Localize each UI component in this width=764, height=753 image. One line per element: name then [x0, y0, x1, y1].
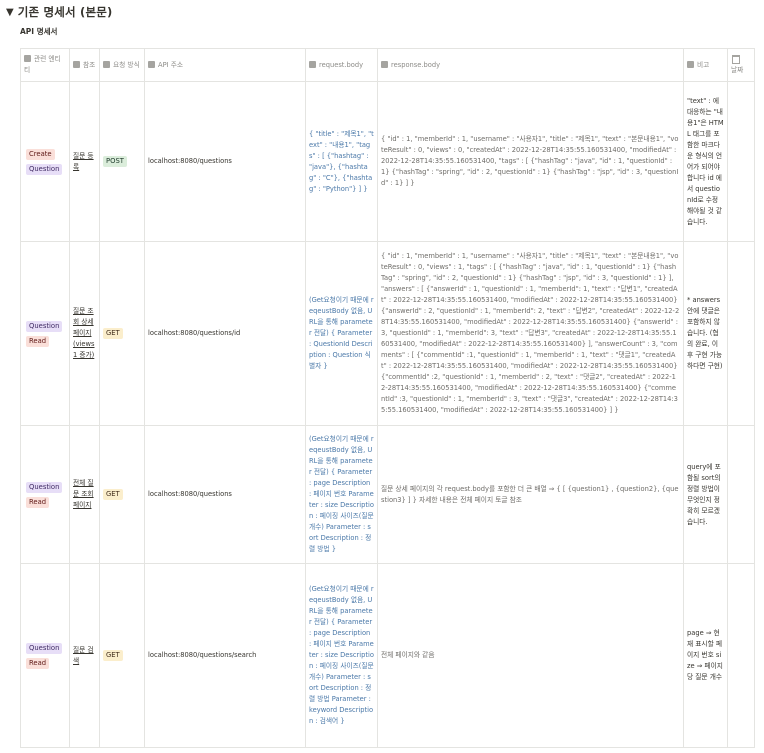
entity-tag: Question — [26, 642, 63, 654]
entity-tag: Question — [26, 320, 63, 332]
note-cell[interactable]: * answers 안에 댓글은 포함하지 않습니다. (협의 완료, 이후 구… — [683, 241, 728, 426]
method-cell[interactable]: GET — [99, 563, 145, 748]
ref-cell[interactable]: 질문 검색 — [69, 563, 100, 748]
method-cell[interactable]: GET — [99, 241, 145, 426]
url-cell[interactable]: localhost:8080/questions — [144, 81, 306, 242]
entity-tag: Read — [26, 496, 50, 508]
entity-cell[interactable]: Question Read — [20, 425, 70, 564]
text-icon — [309, 60, 316, 68]
ref-cell[interactable]: 질문 조회 상세 페이지 (views 1 증가) — [69, 241, 100, 426]
table-row[interactable]: Question Read 질문 검색 GET localhost:8080/q… — [20, 563, 755, 748]
toggle-caret-icon[interactable]: ▼ — [6, 6, 14, 18]
response-cell[interactable]: { "id" : 1, "memberId" : 1, "username" :… — [377, 241, 684, 426]
url-cell[interactable]: localhost:8080/questions/search — [144, 563, 306, 748]
col-header-response[interactable]: response.body — [377, 48, 684, 82]
table-title: API 명세서 — [20, 27, 58, 36]
text-icon — [687, 60, 694, 68]
entity-tag: Read — [26, 657, 50, 669]
method-tag: GET — [103, 328, 123, 339]
ref-link[interactable]: 전체 질문 조회 페이지 — [73, 479, 94, 509]
col-header-method[interactable]: 요청 방식 — [99, 48, 145, 82]
table-row[interactable]: Question Read 전체 질문 조회 페이지 GET localhost… — [20, 425, 755, 564]
entity-cell[interactable]: Create Question — [20, 81, 70, 242]
header-row: 관련 엔티티 참조 요청 방식 API 주소 request.body resp… — [20, 48, 755, 82]
entity-cell[interactable]: Question Read — [20, 241, 70, 426]
entity-tag: Question — [26, 481, 63, 493]
method-cell[interactable]: GET — [99, 425, 145, 564]
table-row[interactable]: Create Question 질문 등록 POST localhost:808… — [20, 81, 755, 242]
col-header-date[interactable]: 날짜 — [727, 48, 755, 82]
section-title: 기존 명세서 (본문) — [17, 5, 113, 19]
response-cell[interactable]: { "id" : 1, "memberId" : 1, "username" :… — [377, 81, 684, 242]
text-icon — [148, 60, 155, 68]
url-cell[interactable]: localhost:8080/questions — [144, 425, 306, 564]
method-cell[interactable]: POST — [99, 81, 145, 242]
ref-cell[interactable]: 전체 질문 조회 페이지 — [69, 425, 100, 564]
url-cell[interactable]: localhost:8080/questions/id — [144, 241, 306, 426]
entity-tag: Question — [26, 163, 63, 175]
ref-cell[interactable]: 질문 등록 — [69, 81, 100, 242]
date-cell[interactable] — [727, 563, 755, 748]
response-cell[interactable]: 질문 상세 페이지의 각 request.body를 포함한 더 큰 배열 ⇒ … — [377, 425, 684, 564]
calendar-icon — [732, 54, 740, 64]
note-cell[interactable]: page ⇒ 현재 표시할 페이지 번호 size ⇒ 페이지당 질문 개수 — [683, 563, 728, 748]
entity-cell[interactable]: Question Read — [20, 563, 70, 748]
api-spec-table: 관련 엔티티 참조 요청 방식 API 주소 request.body resp… — [20, 48, 755, 748]
response-cell[interactable]: 전체 페이지와 같음 — [377, 563, 684, 748]
col-header-url[interactable]: API 주소 — [144, 48, 306, 82]
ref-link[interactable]: 질문 조회 상세 페이지 (views 1 증가) — [73, 307, 95, 359]
request-cell[interactable]: { "title" : "제목1", "text" : "내용1", "tags… — [305, 81, 378, 242]
date-cell[interactable] — [727, 425, 755, 564]
entity-tag: Read — [26, 335, 50, 347]
date-cell[interactable] — [727, 241, 755, 426]
method-tag: GET — [103, 489, 123, 500]
method-tag: GET — [103, 650, 123, 661]
method-tag: POST — [103, 156, 127, 167]
note-cell[interactable]: query에 포함될 sort의 정렬 방법이 무엇인지 정확히 모르겠습니다. — [683, 425, 728, 564]
note-cell[interactable]: "text" : 에 대응하는 "내용1"은 HTML 태그를 포함한 마크다운… — [683, 81, 728, 242]
request-cell[interactable]: (Get요청이기 때문에 reqeustBody 없음, URL을 통해 par… — [305, 241, 378, 426]
entity-tag: Create — [26, 148, 55, 160]
col-header-ref[interactable]: 참조 — [69, 48, 100, 82]
request-cell[interactable]: (Get요청이기 때문에 reqeustBody 없음, URL을 통해 par… — [305, 425, 378, 564]
col-header-entity[interactable]: 관련 엔티티 — [20, 48, 70, 82]
col-header-request[interactable]: request.body — [305, 48, 378, 82]
ref-link[interactable]: 질문 검색 — [73, 645, 94, 665]
ref-link[interactable]: 질문 등록 — [73, 151, 94, 171]
col-header-note[interactable]: 비고 — [683, 48, 728, 82]
section-toggle[interactable]: ▼ 기존 명세서 (본문) — [6, 2, 112, 22]
list-icon — [24, 55, 31, 62]
request-cell[interactable]: (Get요청이기 때문에 reqeustBody 없음, URL을 통해 par… — [305, 563, 378, 748]
table-row[interactable]: Question Read 질문 조회 상세 페이지 (views 1 증가) … — [20, 241, 755, 426]
select-icon — [103, 60, 110, 68]
link-icon — [73, 60, 80, 68]
date-cell[interactable] — [727, 81, 755, 242]
text-icon — [381, 60, 388, 68]
